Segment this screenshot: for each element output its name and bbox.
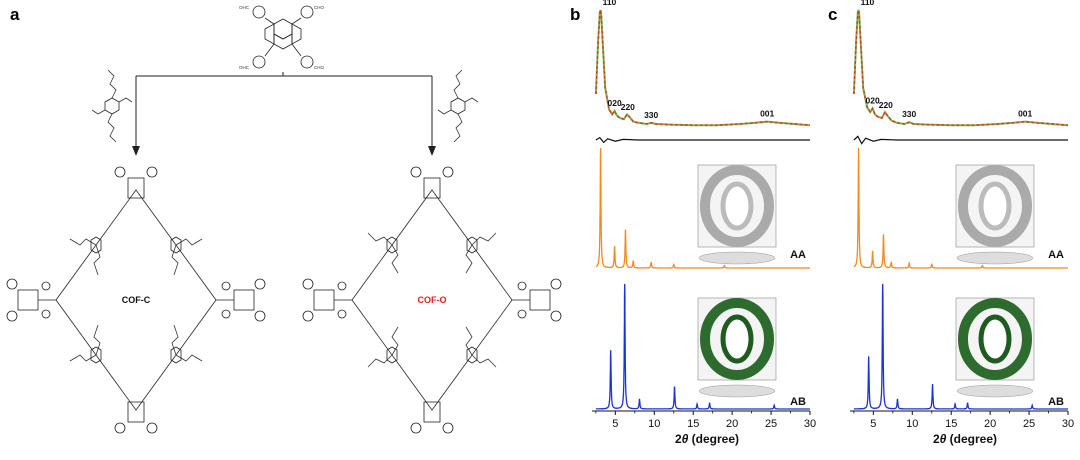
cho-group: CHO	[314, 65, 324, 70]
panel-c-label: c	[828, 5, 837, 24]
simulated-aa-pattern	[853, 147, 1068, 269]
aa-structure-inset	[697, 164, 777, 265]
stack-label-aa: AA	[1048, 249, 1064, 261]
arrow-head-left	[132, 146, 140, 156]
pyrene-node	[114, 401, 158, 434]
pyrene-ring	[291, 23, 302, 45]
linker-ring	[170, 346, 182, 364]
pyrene-node	[410, 401, 454, 434]
layer-side-view	[698, 384, 776, 398]
cho-group: CHO	[314, 5, 324, 10]
stack-label-aa: AA	[790, 249, 806, 261]
framework-wall	[700, 165, 774, 247]
framework-wall	[958, 298, 1032, 380]
experimental-profile-line	[853, 9, 1069, 126]
panel-a-label: a	[10, 5, 20, 24]
simulated-ab-pattern	[595, 283, 810, 410]
x-tick-label: 30	[1062, 418, 1074, 430]
cof-o-structure: COF-O	[302, 166, 562, 434]
pyrene-ring	[273, 18, 293, 40]
phenyl-ring	[300, 55, 314, 69]
difference-profile-line	[853, 135, 1068, 145]
layer-side-view	[956, 251, 1034, 265]
stack-label-ab: AB	[790, 396, 806, 408]
pore-channel	[978, 181, 1012, 231]
x-tick-label: 25	[765, 418, 777, 430]
layer-side-view	[956, 384, 1034, 398]
ab-structure-inset	[697, 297, 777, 398]
layer-side-view	[698, 251, 776, 265]
hydrazide-linker-c	[91, 69, 133, 143]
x-tick-label: 5	[612, 418, 618, 430]
x-tick-label: 15	[945, 418, 957, 430]
linker-ring	[90, 236, 102, 254]
peak-label-220: 220	[621, 102, 635, 112]
reaction-arrows	[132, 72, 436, 156]
linker-ring	[90, 346, 102, 364]
cof-c-structure: COF-C	[6, 166, 266, 434]
x-tick-label: 30	[804, 418, 816, 430]
cof-o-label: COF-O	[418, 295, 447, 305]
linker-ring	[386, 236, 398, 254]
ab-structure-inset	[955, 297, 1035, 398]
framework-wall	[958, 165, 1032, 247]
experimental-profile-line	[595, 9, 811, 126]
x-tick-label: 5	[870, 418, 876, 430]
phenyl-ring	[252, 55, 266, 69]
difference-profile-line	[595, 136, 810, 144]
aa-structure-inset	[955, 164, 1035, 265]
pyrene-node	[410, 166, 454, 199]
cho-group: OHC	[239, 5, 250, 10]
pore-channel	[720, 181, 754, 231]
x-tick-label: 20	[984, 418, 996, 430]
pyrene-ring	[264, 23, 275, 45]
cof-c-label: COF-C	[122, 295, 151, 305]
peak-label-330: 330	[902, 109, 916, 119]
arrow-head-right	[428, 146, 436, 156]
peak-label-020: 020	[607, 98, 621, 108]
peak-label-001: 001	[1018, 109, 1032, 119]
linker-ring	[170, 236, 182, 254]
peak-label-220: 220	[879, 100, 893, 110]
panel-a-scheme: a OHC CHO OHC CHO	[6, 5, 562, 434]
pyrene-node	[517, 278, 562, 322]
pyrene-node	[302, 278, 347, 322]
stack-label-ab: AB	[1048, 396, 1064, 408]
x-tick-label: 25	[1023, 418, 1035, 430]
peak-label-110: 110	[861, 0, 875, 7]
peak-label-330: 330	[644, 110, 658, 120]
pyrene-aldehyde-monomer: OHC CHO OHC CHO	[239, 5, 324, 70]
cho-group: OHC	[239, 65, 250, 70]
peak-label-020: 020	[865, 95, 879, 105]
x-tick-label: 10	[906, 418, 918, 430]
framework-wall	[700, 298, 774, 380]
phenyl-ring	[300, 5, 314, 19]
peak-label-110: 110	[603, 0, 617, 7]
peak-label-001: 001	[760, 109, 774, 119]
pore-channel	[720, 314, 754, 364]
pore-channel	[978, 314, 1012, 364]
x-axis-title: 2θ (degree)	[675, 432, 739, 446]
linker-ring	[466, 346, 478, 364]
x-tick-label: 10	[648, 418, 660, 430]
hydrazide-linker-o	[437, 69, 479, 143]
simulated-aa-pattern	[595, 147, 810, 269]
x-tick-label: 20	[726, 418, 738, 430]
pyrene-node	[114, 166, 158, 199]
simulated-ab-pattern	[853, 283, 1068, 410]
linker-ring	[466, 236, 478, 254]
x-axis-title: 2θ (degree)	[933, 432, 997, 446]
pyrene-ring	[273, 33, 293, 50]
phenyl-ring	[252, 5, 266, 19]
linker-ring	[386, 346, 398, 364]
x-tick-label: 15	[687, 418, 699, 430]
panel-b-label: b	[570, 5, 580, 24]
